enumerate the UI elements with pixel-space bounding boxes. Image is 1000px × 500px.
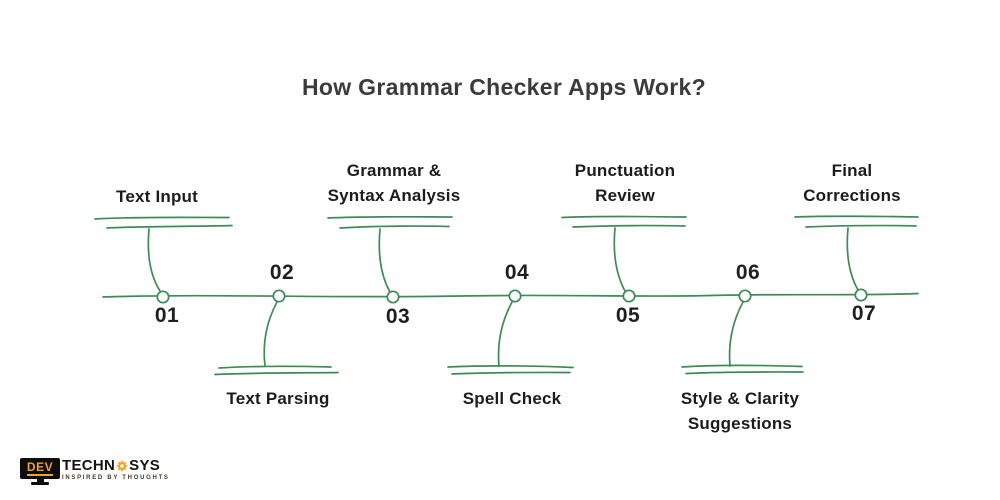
step-07-label: Final Corrections: [803, 161, 901, 205]
step-01-number: 01: [154, 304, 180, 327]
step-01-underline: [106, 224, 233, 229]
step-03-node: [386, 290, 400, 304]
step-07-underline: [794, 215, 919, 218]
gear-icon: [116, 460, 129, 472]
step-01-underline: [94, 216, 230, 220]
step-04-connector: [497, 301, 513, 367]
step-03-connector: [378, 228, 391, 293]
step-04-underline: [451, 371, 571, 375]
step-04-number: 04: [504, 261, 530, 284]
step-03-underline: [327, 215, 453, 219]
step-07-underline: [805, 224, 917, 228]
step-05-label: Punctuation Review: [574, 161, 676, 205]
step-02-number: 02: [269, 261, 295, 284]
step-02-label: Text Parsing: [226, 389, 330, 408]
page-title: How Grammar Checker Apps Work?: [302, 74, 706, 100]
logo-dev-text: DEV: [26, 460, 54, 476]
monitor-base: [31, 482, 49, 485]
step-03-underline: [339, 225, 450, 229]
step-06-underline: [685, 371, 804, 375]
step-07-connector: [846, 227, 859, 291]
step-03-label: Grammar & Syntax Analysis: [327, 161, 461, 205]
step-06-label: Style & Clarity Suggestions: [680, 389, 800, 433]
step-05-underline: [572, 224, 686, 228]
step-03-number: 03: [385, 305, 411, 328]
step-06-node: [738, 289, 752, 303]
step-01-label: Text Input: [116, 187, 198, 206]
logo-tagline: INSPIRED BY THOUGHTS: [62, 475, 170, 481]
logo-sys-text: SYS: [129, 457, 161, 474]
monitor-screen: DEV: [20, 458, 60, 479]
timeline-line: [102, 292, 919, 298]
step-02-underline: [218, 365, 332, 369]
step-06-connector: [728, 301, 744, 367]
step-02-node: [272, 289, 286, 303]
monitor-stand: [36, 479, 44, 482]
step-07-node: [854, 288, 868, 302]
step-02-underline: [214, 371, 339, 376]
step-05-underline: [561, 215, 687, 219]
monitor-icon: DEV: [20, 458, 60, 485]
step-04-node: [508, 289, 522, 303]
step-04-underline: [447, 365, 574, 369]
step-01-node: [156, 290, 170, 304]
step-02-connector: [263, 301, 278, 367]
step-04-label: Spell Check: [462, 389, 562, 408]
step-07-number: 07: [851, 302, 877, 325]
step-06-underline: [681, 364, 803, 368]
step-05-connector: [613, 227, 626, 292]
step-05-number: 05: [615, 304, 641, 327]
step-06-number: 06: [735, 261, 761, 284]
step-05-node: [622, 289, 636, 303]
devtechnosys-logo: DEV TECHN SYS INSPIRED BY THOUGHTS: [20, 458, 170, 485]
step-01-connector: [147, 228, 161, 292]
logo-techn-text: TECHN: [62, 457, 116, 474]
